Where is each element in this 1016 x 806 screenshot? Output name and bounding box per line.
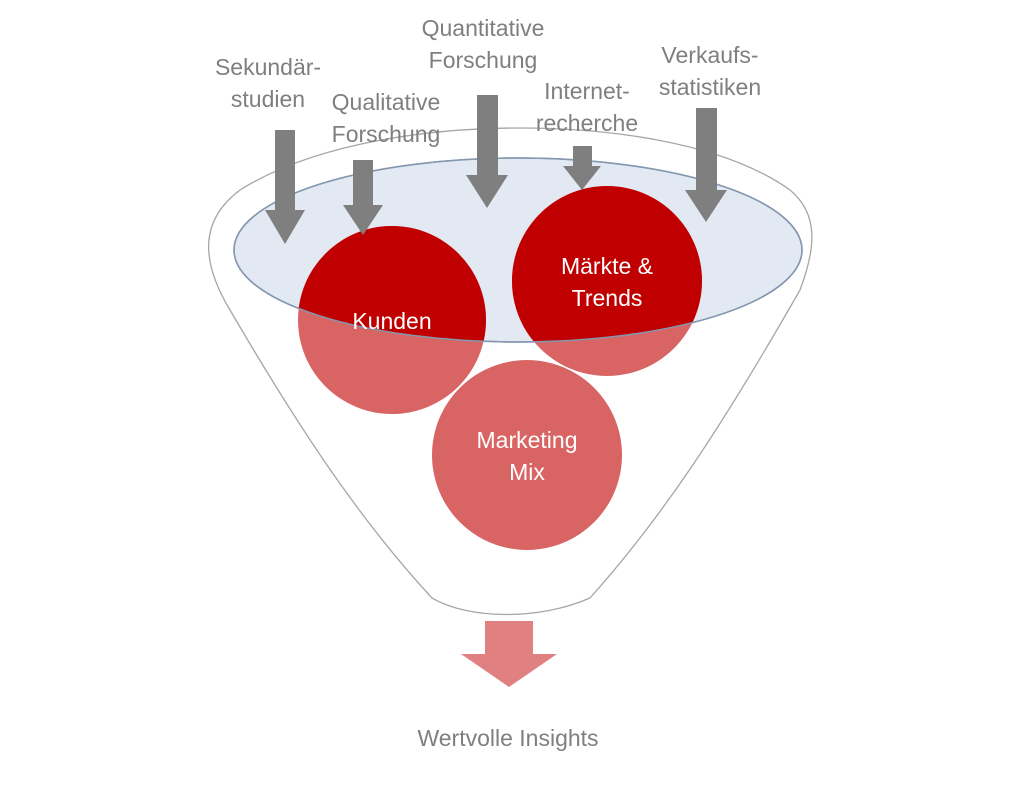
input-label-verkaufsstatistiken: Verkaufs- statistiken bbox=[658, 42, 762, 100]
circle-maerkte-trends-upper bbox=[512, 186, 702, 342]
circle-marketing-mix bbox=[432, 360, 622, 550]
input-label-sekundaerstudien: Sekundär- studien bbox=[214, 54, 322, 112]
arrow-down-icon bbox=[563, 146, 601, 190]
output-arrow-icon bbox=[461, 621, 557, 687]
input-label-qualitative-forschung: Qualitative Forschung bbox=[331, 89, 441, 147]
arrow-down-icon bbox=[466, 95, 508, 208]
arrow-down-icon bbox=[265, 130, 305, 244]
input-label-quantitative-forschung: Quantitative Forschung bbox=[421, 15, 545, 73]
circle-label-kunden: Kunden bbox=[352, 308, 432, 334]
circle-kunden-upper bbox=[298, 226, 486, 342]
funnel-top-ellipse-outline bbox=[233, 157, 803, 343]
arrow-down-icon bbox=[343, 160, 383, 235]
input-label-internetrecherche: Internet- recherche bbox=[535, 78, 639, 136]
output-label: Wertvolle Insights bbox=[417, 725, 599, 751]
arrow-down-icon bbox=[685, 108, 727, 222]
circle-label-marketing-mix: Marketing Mix bbox=[476, 427, 578, 485]
circle-label-maerkte-trends: Märkte & Trends bbox=[560, 253, 654, 311]
